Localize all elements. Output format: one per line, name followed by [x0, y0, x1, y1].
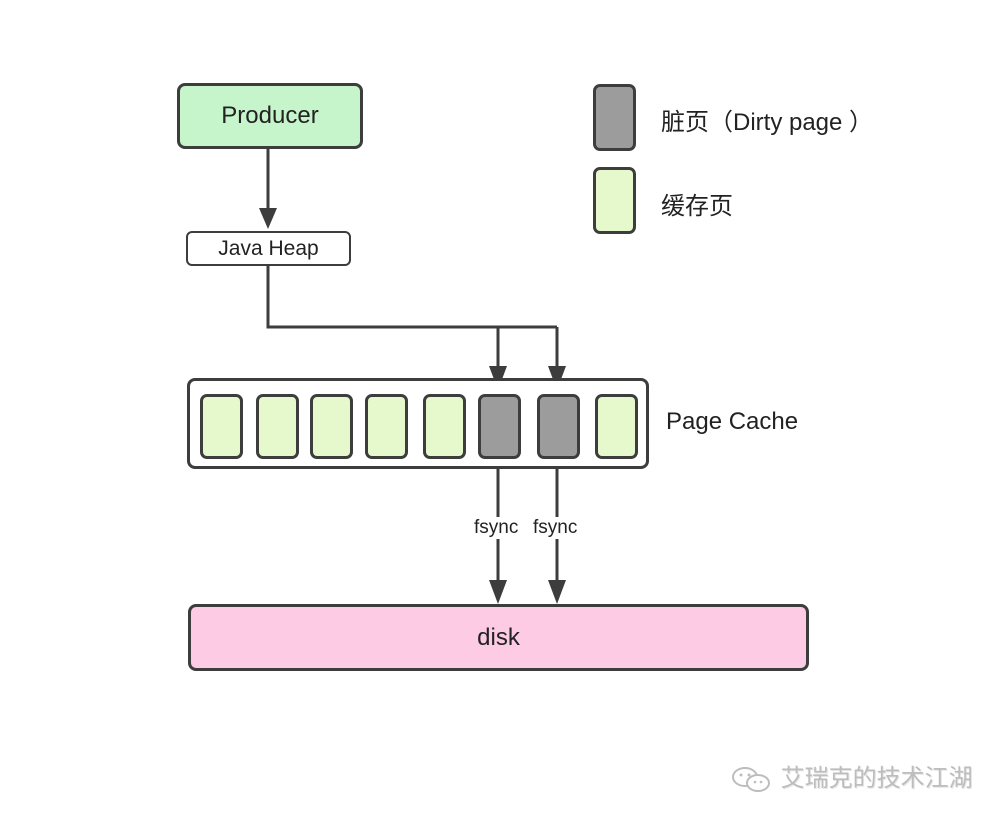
watermark-text: 艾瑞克的技术江湖: [780, 765, 973, 792]
dirty-page: [537, 394, 580, 459]
disk-node: disk: [188, 604, 809, 671]
dirty-page: [478, 394, 521, 459]
wechat-icon: [732, 766, 770, 792]
cache-page: [365, 394, 408, 459]
fsync-label-1: fsync: [473, 517, 520, 539]
fsync-label-2: fsync: [532, 517, 579, 539]
line-heap-to-cache: [266, 266, 557, 329]
cache-page: [256, 394, 299, 459]
legend-dirty-label: 脏页（Dirty page ）: [661, 109, 874, 136]
producer-node: Producer: [177, 83, 363, 149]
cache-page: [310, 394, 353, 459]
legend-dirty-swatch: [593, 84, 636, 151]
legend-clean-swatch: [593, 167, 636, 234]
page-cache-label: Page Cache: [666, 408, 799, 435]
cache-page: [423, 394, 466, 459]
producer-label: Producer: [221, 102, 319, 129]
page-cache-container: [187, 378, 649, 469]
cache-page: [595, 394, 638, 459]
fsync-arrowhead-2: [548, 580, 566, 604]
fsync-arrowhead-1: [489, 580, 507, 604]
legend-clean-label: 缓存页: [661, 193, 733, 220]
disk-label: disk: [477, 623, 520, 651]
java-heap-label: Java Heap: [218, 236, 319, 260]
java-heap-node: Java Heap: [186, 231, 351, 266]
arrowhead-heap: [259, 208, 277, 229]
watermark: 艾瑞克的技术江湖: [730, 758, 973, 795]
cache-page: [200, 394, 243, 459]
